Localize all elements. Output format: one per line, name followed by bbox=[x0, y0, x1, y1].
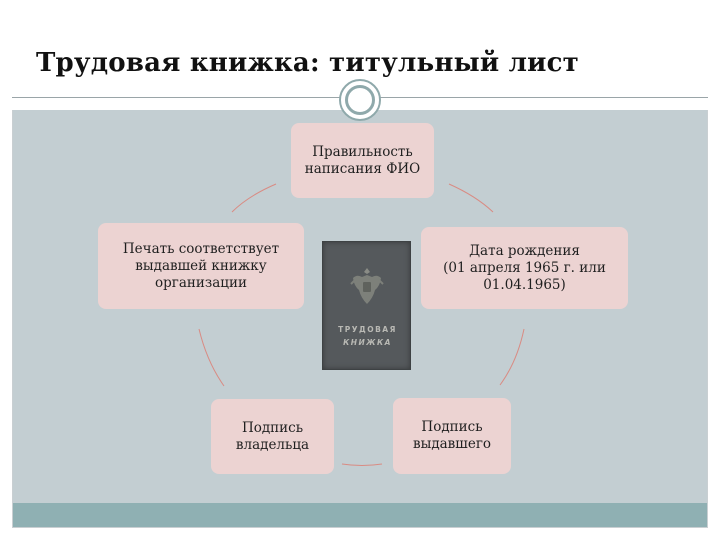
node-birth-date-label: Дата рождения (01 апреля 1965 г. или 01.… bbox=[443, 242, 606, 293]
coat-of-arms-icon bbox=[350, 268, 384, 304]
connector-bottom bbox=[341, 463, 383, 466]
book-title-line2: КНИЖКА bbox=[343, 338, 392, 347]
footer-band bbox=[13, 503, 707, 527]
node-name-spelling: Правильность написания ФИО bbox=[291, 123, 434, 198]
connector-top-right bbox=[448, 183, 494, 213]
page-title: Трудовая книжка: титульный лист bbox=[36, 48, 579, 78]
ring-ornament-icon bbox=[339, 79, 381, 121]
node-stamp: Печать соответствует выдавшей книжку орг… bbox=[98, 223, 304, 309]
employment-book-image: ТРУДОВАЯ КНИЖКА bbox=[322, 241, 411, 370]
node-issuer-signature: Подпись выдавшего bbox=[393, 398, 511, 474]
book-title-line1: ТРУДОВАЯ bbox=[338, 325, 397, 334]
node-owner-signature-label: Подпись владельца bbox=[235, 419, 310, 453]
node-name-spelling-label: Правильность написания ФИО bbox=[304, 143, 421, 177]
connector-right-bottom bbox=[499, 328, 525, 386]
node-birth-date: Дата рождения (01 апреля 1965 г. или 01.… bbox=[421, 227, 628, 309]
connector-left-bottom bbox=[198, 328, 225, 387]
node-stamp-label: Печать соответствует выдавшей книжку орг… bbox=[122, 240, 280, 291]
node-issuer-signature-label: Подпись выдавшего bbox=[412, 419, 492, 452]
node-owner-signature: Подпись владельца bbox=[211, 399, 334, 474]
connector-top-left bbox=[231, 183, 277, 213]
